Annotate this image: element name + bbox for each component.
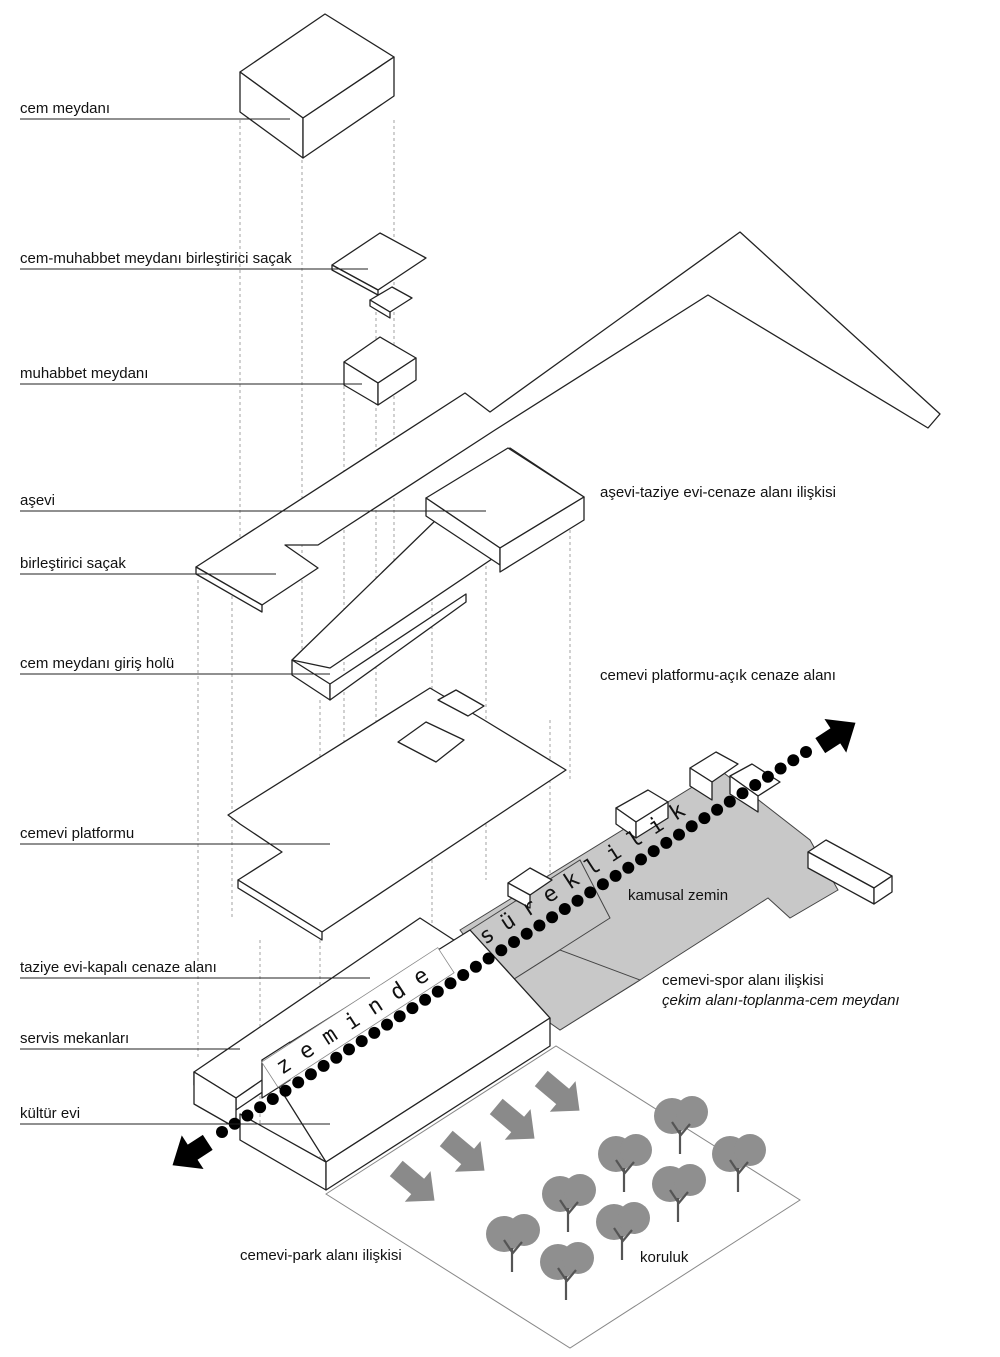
continuity-dot [571, 894, 584, 907]
continuity-dot [381, 1018, 393, 1031]
continuity-dot [355, 1035, 368, 1048]
continuity-dot [317, 1059, 330, 1072]
continuity-dot [368, 1026, 381, 1039]
continuity-dot [216, 1126, 228, 1138]
tree [652, 1164, 706, 1222]
label-spor-alt: çekim alanı-toplanma-cem meydanı [662, 992, 900, 1009]
label-kultur-evi: kültür evi [20, 1105, 80, 1122]
continuity-arrow-start [172, 1134, 213, 1169]
continuity-dot [787, 754, 800, 767]
label-giris-holu: cem meydanı giriş holü [20, 655, 174, 672]
continuity-dot [343, 1043, 355, 1056]
label-koruluk: koruluk [640, 1249, 689, 1266]
continuity-dot [444, 977, 457, 990]
park-arrows [389, 1070, 580, 1202]
label-muhabbet-meydani: muhabbet meydanı [20, 365, 148, 382]
continuity-dot [330, 1051, 343, 1064]
tree [540, 1242, 594, 1300]
continuity-dot [749, 779, 762, 791]
label-asevi-iliskisi: aşevi-taziye evi-cenaze alanı ilişkisi [600, 484, 836, 501]
tree [596, 1202, 650, 1260]
continuity-dot [622, 861, 635, 874]
label-cem-meydani: cem meydanı [20, 100, 110, 117]
continuity-dot [292, 1076, 305, 1089]
continuity-dot [774, 762, 787, 775]
label-spor-iliskisi: cemevi-spor alanı ilişkisi [662, 972, 824, 989]
continuity-dot [546, 911, 559, 924]
continuity-dot [698, 812, 711, 825]
left-labels: cem meydanı cem-muhabbet meydanı birleşt… [20, 100, 486, 1125]
continuity-dot [736, 787, 749, 800]
tree [654, 1096, 708, 1154]
continuity-dot [800, 746, 812, 758]
continuity-dot [558, 903, 571, 915]
asevi-volume [291, 447, 585, 701]
continuity-dot [711, 803, 724, 816]
continuity-dot [596, 878, 609, 891]
continuity-dot [431, 985, 444, 998]
tree [486, 1214, 540, 1272]
cem-meydani-volume [239, 13, 395, 159]
continuity-dot [584, 886, 597, 899]
continuity-dot [457, 969, 470, 981]
label-park-iliskisi: cemevi-park alanı ilişkisi [240, 1247, 402, 1264]
tree [542, 1174, 596, 1232]
continuity-arrow-end [815, 719, 856, 754]
label-birlestirici-sacak: birleştirici saçak [20, 555, 126, 572]
tree [598, 1134, 652, 1192]
continuity-dotted-line [216, 746, 812, 1138]
label-birlestirici-sacak-top: cem-muhabbet meydanı birleştirici saçak [20, 250, 292, 267]
right-labels: aşevi-taziye evi-cenaze alanı ilişkisi c… [240, 484, 900, 1266]
label-kamusal-zemin: kamusal zemin [628, 887, 728, 904]
continuity-dot [647, 845, 660, 858]
label-taziye-evi: taziye evi-kapalı cenaze alanı [20, 959, 217, 976]
park-area-outline [325, 1045, 801, 1349]
continuity-dot [469, 960, 482, 973]
label-asevi: aşevi [20, 492, 55, 509]
continuity-dot [660, 836, 673, 849]
continuity-dot [254, 1101, 267, 1114]
continuity-dot [533, 919, 546, 932]
continuity-dot [723, 795, 736, 808]
continuity-dot [685, 820, 698, 833]
base-building-volume [193, 917, 551, 1191]
continuity-dot [609, 869, 622, 882]
continuity-dot [508, 936, 520, 948]
continuity-dot [761, 770, 774, 783]
continuity-dot [495, 944, 508, 957]
label-cemevi-platformu: cemevi platformu [20, 825, 134, 842]
label-platform-acik: cemevi platformu-açık cenaze alanı [600, 667, 836, 684]
continuity-dot [393, 1010, 406, 1023]
continuity-dot [406, 1002, 419, 1015]
continuity-dot [520, 927, 533, 940]
birlestirici-sacak-volume [195, 231, 941, 613]
continuity-dot [482, 952, 495, 965]
muhabbet-meydani-volume [343, 336, 417, 406]
cem-muhabbet-sacak [331, 232, 427, 319]
continuity-dot [673, 828, 685, 841]
tree [712, 1134, 766, 1192]
continuity-dot [266, 1093, 279, 1105]
continuity-dot [419, 993, 432, 1006]
cemevi-platformu-volume [227, 687, 567, 941]
koruluk-trees [486, 1096, 766, 1300]
continuity-dot [279, 1084, 292, 1097]
continuity-dot [304, 1068, 317, 1081]
continuity-dot [635, 853, 647, 866]
continuity-dot [241, 1109, 254, 1122]
label-servis: servis mekanları [20, 1030, 129, 1047]
